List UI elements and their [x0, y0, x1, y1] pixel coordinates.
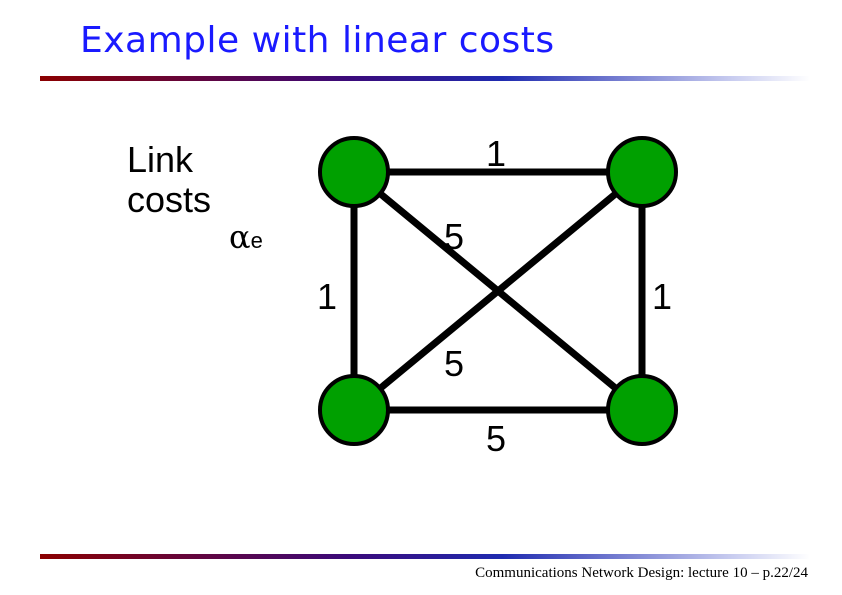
legend-line-link: Link	[127, 139, 194, 180]
alpha-e-symbol: αe	[229, 218, 263, 256]
edge-diag-tr-bl	[350, 168, 646, 414]
label-edge-left: 1	[317, 276, 337, 317]
label-edge-bottom: 5	[486, 418, 506, 459]
alpha-subscript: e	[250, 228, 263, 253]
node-bottom-right	[606, 374, 678, 446]
label-edge-right: 1	[652, 276, 672, 317]
slide-title: Example with linear costs	[80, 20, 555, 61]
legend-label: Link costs	[127, 140, 211, 220]
title-divider	[40, 76, 810, 81]
label-edge-diag-tl-br: 5	[444, 216, 464, 257]
node-bottom-left	[318, 374, 390, 446]
legend-line-costs: costs	[127, 179, 212, 220]
alpha-symbol: α	[229, 218, 251, 256]
footer-divider	[40, 554, 810, 559]
edges	[350, 168, 646, 414]
node-top-right	[606, 136, 678, 208]
nodes	[318, 136, 678, 446]
footer-text: Communications Network Design: lecture 1…	[475, 565, 808, 581]
node-top-left	[318, 136, 390, 208]
label-edge-diag-tr-bl: 5	[444, 343, 464, 384]
edge-labels: 1 1 1 5 5 5	[317, 133, 672, 459]
label-edge-top: 1	[486, 133, 506, 174]
